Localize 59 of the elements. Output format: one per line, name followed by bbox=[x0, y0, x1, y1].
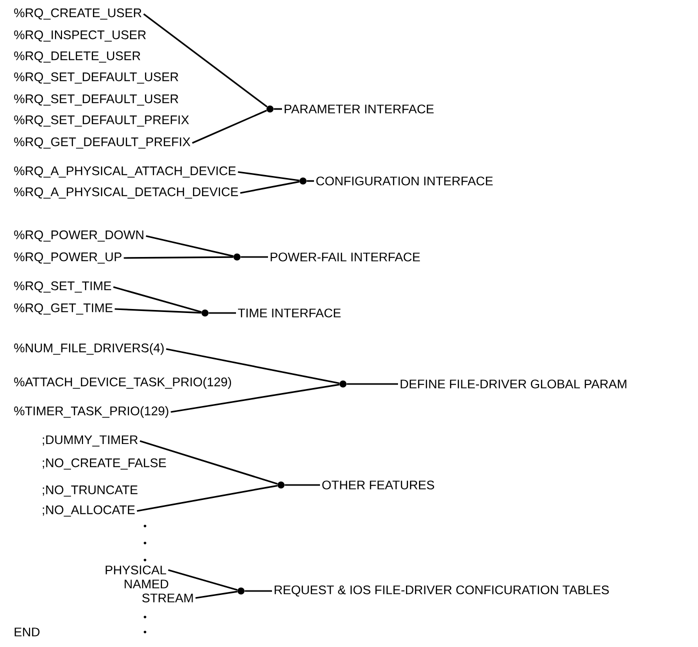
bracket-line bbox=[346, 383, 398, 385]
code-text: ;DUMMY_TIMER bbox=[42, 435, 138, 447]
bracket-line bbox=[166, 348, 340, 384]
code-text: OTHER FEATURES bbox=[322, 480, 434, 490]
code-text: REQUEST & IOS FILE-DRIVER CONFICURATION TABLES bbox=[274, 585, 609, 597]
code-text: NAMED bbox=[124, 580, 168, 588]
code-text: ;NO_ALLOCATE bbox=[42, 505, 135, 517]
code-text: %RQ_POWER_UP bbox=[14, 252, 122, 264]
bracket-line bbox=[192, 110, 267, 144]
code-text: DEFINE FILE-DRIVER GLOBAL PARAM bbox=[400, 380, 626, 388]
code-text: POWER-FAIL INTERFACE bbox=[270, 252, 420, 262]
code-text: %RQ_CREATE_USER bbox=[14, 8, 142, 20]
bracket-line bbox=[195, 590, 238, 599]
bracket-line bbox=[113, 286, 202, 313]
bracket-line bbox=[240, 180, 300, 194]
code-text: TIME INTERFACE bbox=[238, 308, 341, 318]
code-text: STREAM bbox=[142, 594, 193, 602]
junction-dot bbox=[238, 588, 244, 594]
code-text: PHYSICAL bbox=[106, 566, 166, 574]
junction-dot bbox=[340, 380, 346, 388]
code-text: ;NO_TRUNCATE bbox=[42, 485, 138, 497]
junction-dot bbox=[234, 254, 240, 260]
bracket-line bbox=[124, 256, 234, 259]
code-text: PARAMETER INTERFACE bbox=[284, 104, 434, 114]
bracket-line bbox=[168, 569, 238, 591]
code-text: %RQ_A_PHYSICAL_DETACH_DEVICE bbox=[14, 187, 238, 199]
code-text: %TIMER_TASK_PRIO(129) bbox=[14, 406, 168, 418]
junction-dot bbox=[202, 310, 208, 316]
bracket-line bbox=[170, 384, 340, 413]
bracket-line bbox=[284, 484, 320, 486]
bracket-line bbox=[136, 484, 278, 512]
bracket-line bbox=[306, 180, 314, 182]
code-text: %RQ_A_PHYSICAL_ATTACH_DEVICE bbox=[14, 166, 236, 178]
code-text: %RQ_INSPECT_USER bbox=[14, 30, 146, 42]
bracket-line bbox=[114, 308, 202, 314]
bracket-line bbox=[146, 235, 234, 257]
junction-dot bbox=[300, 178, 306, 184]
bracket-line bbox=[140, 440, 278, 485]
code-text: %RQ_POWER_DOWN bbox=[14, 230, 144, 242]
code-text: ;NO_CREATE_FALSE bbox=[42, 458, 166, 470]
bracket-line bbox=[208, 312, 236, 314]
code-text: %RQ_SET_DEFAULT_USER bbox=[14, 94, 178, 106]
bracket-line bbox=[274, 108, 282, 110]
bracket-line bbox=[238, 171, 300, 182]
code-text: CONFIGURATION INTERFACE bbox=[316, 176, 493, 186]
bracket-line bbox=[143, 13, 268, 108]
code-text: END bbox=[14, 628, 40, 636]
bracket-line bbox=[244, 590, 272, 592]
code-text: %ATTACH_DEVICE_TASK_PRIO(129) bbox=[14, 377, 232, 389]
code-text: %RQ_SET_TIME bbox=[14, 281, 112, 293]
junction-dot bbox=[266, 106, 274, 112]
code-text: %NUM_FILE_DRIVERS(4) bbox=[14, 343, 164, 355]
bracket-line bbox=[240, 256, 268, 258]
junction-dot bbox=[278, 482, 284, 488]
code-text: %RQ_DELETE_USER bbox=[14, 51, 140, 63]
code-text: %RQ_GET_DEFAULT_PREFIX bbox=[14, 137, 190, 149]
code-text: %RQ_GET_TIME bbox=[14, 303, 112, 315]
code-text: %RQ_SET_DEFAULT_PREFIX bbox=[14, 115, 189, 127]
code-text: %RQ_SET_DEFAULT_USER bbox=[14, 72, 178, 84]
